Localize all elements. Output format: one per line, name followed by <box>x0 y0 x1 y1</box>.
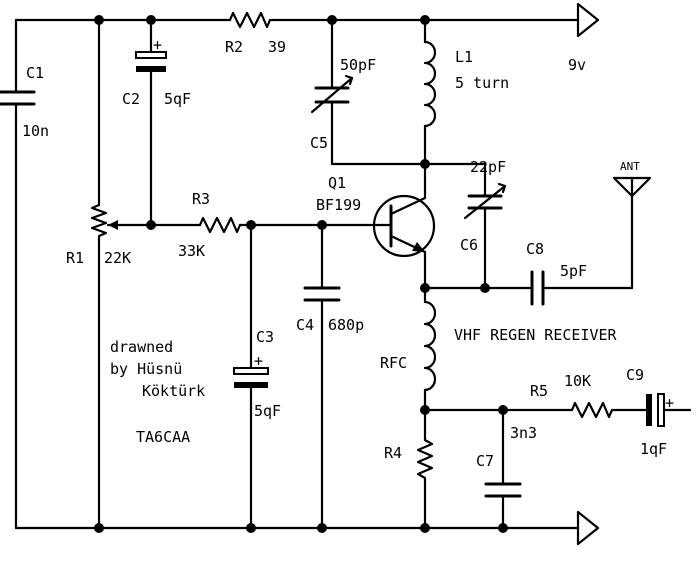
r1-value-label: 22K <box>104 249 131 267</box>
c1-value-label: 10n <box>22 122 49 140</box>
c1-ref-label: C1 <box>26 64 44 82</box>
credit-line-4: TA6CAA <box>136 428 190 446</box>
r2-resistor <box>228 11 272 29</box>
c2-plus-sign: + <box>153 36 162 54</box>
c4-capacitor <box>303 286 341 302</box>
antenna-icon <box>612 176 652 198</box>
c3-value-label: 5qF <box>254 402 281 420</box>
c7-ref-label: C7 <box>476 452 494 470</box>
c6-variable-capacitor <box>463 182 507 220</box>
c9-value-label: 1qF <box>640 440 667 458</box>
c2-value-label: 5qF <box>164 90 191 108</box>
c3-electrolytic-capacitor <box>233 367 269 388</box>
c4-ref-label: C4 <box>296 316 314 334</box>
c2-electrolytic-capacitor <box>135 51 167 72</box>
r3-resistor <box>198 216 242 234</box>
circuit-title: VHF REGEN RECEIVER <box>454 326 618 344</box>
antenna-label: ANT <box>620 160 640 173</box>
junction-dots <box>94 15 508 533</box>
credit-line-3: Köktürk <box>142 382 205 400</box>
c9-ref-label: C9 <box>626 366 644 384</box>
r2-ref-label: R2 <box>225 38 243 56</box>
c6-value-label: 22pF <box>470 158 506 176</box>
rfc-ref-label: RFC <box>380 354 407 372</box>
r1-ref-label: R1 <box>66 249 84 267</box>
r5-value-label: 10K <box>564 372 591 390</box>
c9-electrolytic-capacitor <box>646 393 665 427</box>
c7-capacitor <box>484 482 522 498</box>
l1-value-label: 5 turn <box>455 74 509 92</box>
q1-ref-label: Q1 <box>328 174 346 192</box>
supply-label: 9v <box>568 56 586 74</box>
r1-potentiometer <box>90 203 118 242</box>
c3-ref-label: C3 <box>256 328 274 346</box>
c8-value-label: 5pF <box>560 262 587 280</box>
credit-line-1: drawned <box>110 338 173 356</box>
r4-resistor <box>416 438 434 486</box>
r2-value-label: 39 <box>268 38 286 56</box>
c4-value-label: 680p <box>328 316 364 334</box>
l1-inductor <box>423 40 437 128</box>
r4-ref-label: R4 <box>384 444 402 462</box>
c8-ref-label: C8 <box>526 240 544 258</box>
l1-ref-label: L1 <box>455 48 473 66</box>
ground-arrow-icon <box>576 510 600 546</box>
c6-ref-label: C6 <box>460 236 478 254</box>
c9-plus-sign: + <box>665 394 674 412</box>
c7-value-label: 3n3 <box>510 424 537 442</box>
c8-capacitor <box>530 270 545 306</box>
credit-line-2: by Hüsnü <box>110 360 182 378</box>
r5-ref-label: R5 <box>530 382 548 400</box>
c5-value-label: 50pF <box>340 56 376 74</box>
wires <box>14 18 692 530</box>
supply-arrow-icon <box>576 2 600 38</box>
c3-plus-sign: + <box>254 352 263 370</box>
r3-ref-label: R3 <box>192 190 210 208</box>
c5-variable-capacitor <box>310 74 354 114</box>
c2-ref-label: C2 <box>122 90 140 108</box>
r3-value-label: 33K <box>178 242 205 260</box>
q1-part-label: BF199 <box>316 196 361 214</box>
r5-resistor <box>570 401 614 419</box>
c1-capacitor <box>0 90 36 106</box>
rfc-inductor <box>423 300 437 392</box>
q1-transistor <box>372 194 436 258</box>
c5-ref-label: C5 <box>310 134 328 152</box>
